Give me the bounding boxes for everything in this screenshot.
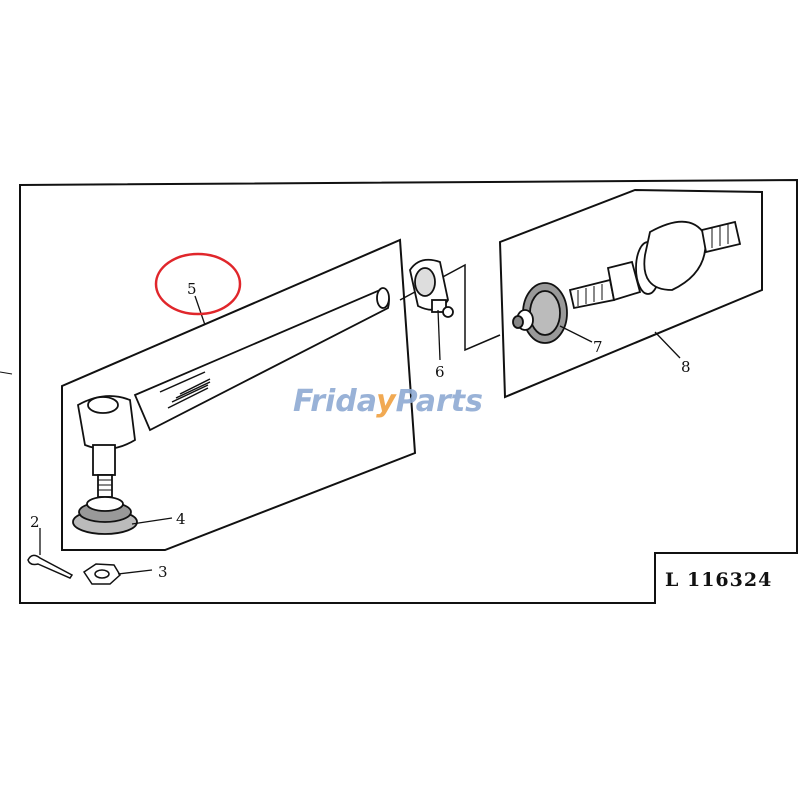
callout-7: 7	[593, 338, 603, 356]
callout-4: 4	[176, 510, 186, 528]
margin-tick	[0, 371, 13, 375]
cotter-pin-drawing	[27, 554, 74, 579]
drawing-number: L 116324	[665, 569, 772, 591]
inner-rod-panel	[498, 188, 763, 399]
callout-6: 6	[435, 363, 445, 381]
highlight-circle	[154, 252, 242, 316]
outer-frame	[19, 178, 798, 604]
castle-nut-drawing	[82, 563, 121, 585]
callout-8: 8	[681, 358, 691, 376]
watermark-logo: FridayParts	[293, 384, 483, 419]
inner-rod-drawing	[568, 220, 742, 310]
tie-rod-end-panel	[61, 238, 417, 551]
tie-rod-end-drawing	[72, 287, 390, 535]
callout-2: 2	[30, 513, 40, 531]
callout-3: 3	[158, 563, 168, 581]
callout-5: 5	[187, 280, 197, 298]
leader-lines	[39, 295, 681, 575]
bellows-drawing	[512, 282, 568, 344]
clamp-drawing	[409, 258, 454, 318]
